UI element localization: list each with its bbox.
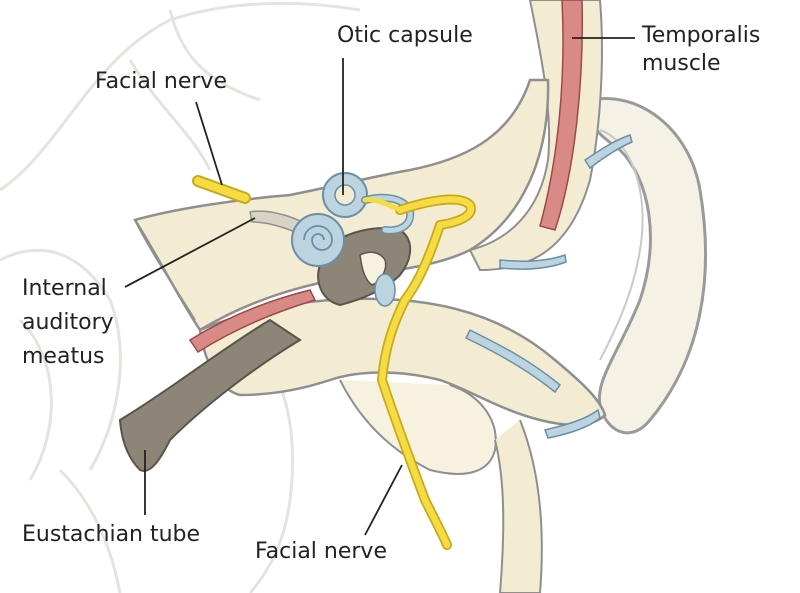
label-temporalis-line2: muscle — [642, 51, 721, 76]
label-internal-line2: auditory — [22, 310, 114, 335]
leader-lines — [124, 37, 635, 536]
label-temporalis-muscle: Temporalis muscle — [642, 22, 760, 78]
label-internal-auditory-meatus: Internal auditory meatus — [22, 272, 114, 374]
label-internal-line1: Internal — [22, 276, 107, 301]
label-otic-capsule: Otic capsule — [337, 23, 473, 48]
label-facial-nerve-top: Facial nerve — [95, 69, 227, 94]
leader-internal-auditory-meatus — [124, 217, 256, 288]
leader-facial-nerve-bottom — [364, 464, 403, 536]
label-temporalis-line1: Temporalis — [642, 23, 761, 48]
eustachian-tube-shape — [118, 289, 317, 472]
label-eustachian-tube: Eustachian tube — [22, 522, 201, 547]
label-facial-nerve-bottom: Facial nerve — [255, 539, 387, 564]
temporalis-muscle-shape — [539, 0, 583, 231]
mastoid-blue-canals — [464, 134, 633, 439]
outer-ear-pinna — [587, 97, 708, 435]
facial-nerve-path — [192, 175, 476, 550]
label-internal-line3: meatus — [22, 344, 105, 369]
leader-facial-nerve-top — [195, 101, 223, 186]
otic-capsule-structure — [291, 172, 415, 307]
